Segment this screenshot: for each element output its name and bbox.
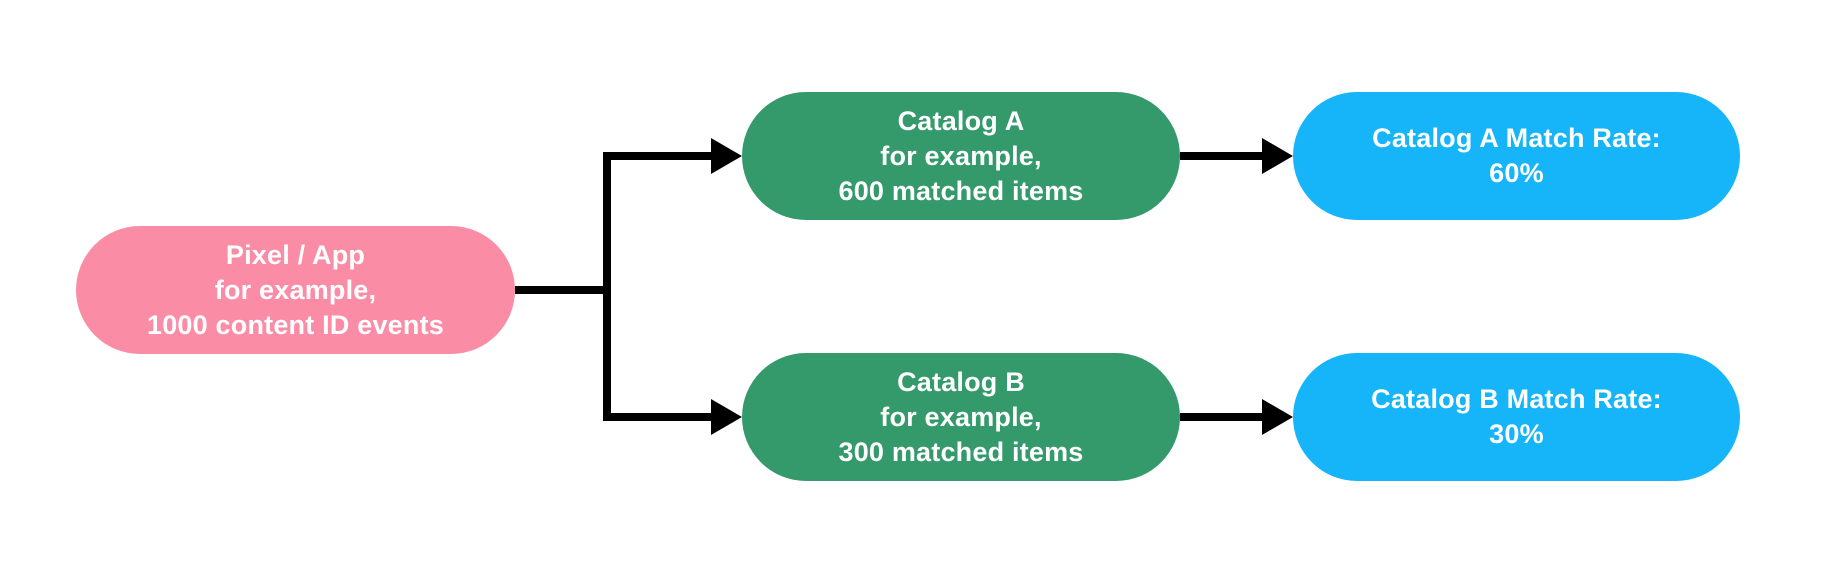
node-catalog-b-line-2: for example, xyxy=(880,401,1042,432)
arrowhead-catalog-b-icon xyxy=(711,399,742,435)
node-catalog-b-match-rate: Catalog B Match Rate: 30% xyxy=(1293,353,1740,481)
edge-catalog-a-to-match-a xyxy=(1180,152,1264,160)
node-pixel-app-line-3: 1000 content ID events xyxy=(146,309,444,340)
edge-branch-to-catalog-a xyxy=(603,152,713,160)
node-catalog-b-line-3: 300 matched items xyxy=(838,436,1084,467)
node-catalog-a-line-1: Catalog A xyxy=(897,105,1025,136)
node-pixel-app-line-1: Pixel / App xyxy=(225,239,366,270)
arrowhead-match-b-icon xyxy=(1262,399,1293,435)
node-catalog-a-line-3: 600 matched items xyxy=(838,175,1084,206)
node-pixel-app-line-2: for example, xyxy=(214,274,377,305)
node-catalog-b: Catalog B for example, 300 matched items xyxy=(742,353,1180,481)
node-catalog-a-match-rate-line-1: Catalog A Match Rate: xyxy=(1372,123,1661,153)
arrowhead-catalog-a-icon xyxy=(711,138,742,174)
edge-branch-to-catalog-b xyxy=(603,413,713,421)
node-catalog-a-match-rate-value: 60% xyxy=(1489,158,1544,188)
node-catalog-b-line-1: Catalog B xyxy=(897,366,1025,397)
node-catalog-b-match-rate-line-1: Catalog B Match Rate: xyxy=(1371,384,1662,414)
edge-branch-vertical xyxy=(603,152,611,421)
edge-catalog-b-to-match-b xyxy=(1180,413,1264,421)
arrowhead-match-a-icon xyxy=(1262,138,1293,174)
node-catalog-a-match-rate: Catalog A Match Rate: 60% xyxy=(1293,92,1740,220)
node-pixel-app: Pixel / App for example, 1000 content ID… xyxy=(76,226,515,354)
edge-source-to-branch xyxy=(515,286,611,294)
node-catalog-b-match-rate-value: 30% xyxy=(1489,419,1544,449)
node-catalog-a-line-2: for example, xyxy=(880,140,1042,171)
node-catalog-a: Catalog A for example, 600 matched items xyxy=(742,92,1180,220)
